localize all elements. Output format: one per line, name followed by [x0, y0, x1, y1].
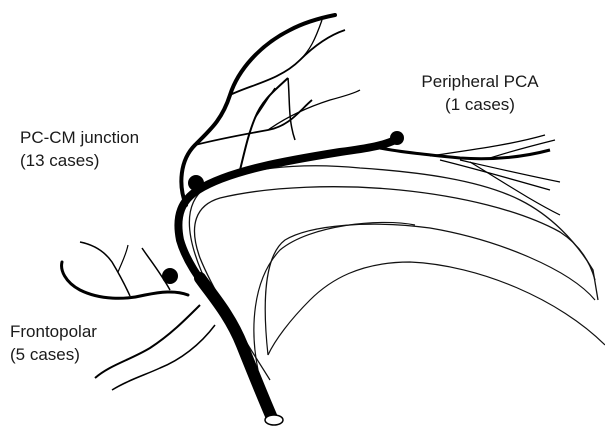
aneurysm-frontopolar	[162, 268, 178, 284]
trunk-origin-end	[265, 415, 283, 425]
fornix-outline	[254, 222, 415, 370]
pericallosal-trunk	[178, 140, 395, 418]
label-peripheral-pca-cases: (1 cases)	[405, 93, 555, 116]
frontopolar-sub-branch-4	[95, 305, 200, 378]
label-peripheral-pca-name: Peripheral PCA	[405, 70, 555, 93]
frontopolar-sub-branch-5	[112, 325, 215, 390]
frontopolar-sub-branch-1	[80, 242, 130, 296]
label-frontopolar-cases: (5 cases)	[10, 343, 97, 366]
aneurysm-pc-cm-junction	[188, 175, 204, 191]
callosomarginal-sub-branch-5	[240, 78, 288, 170]
label-pc-cm-junction-cases: (13 cases)	[20, 149, 139, 172]
ventricle-outline-lower	[268, 262, 605, 355]
label-pc-cm-junction: PC-CM junction (13 cases)	[20, 126, 139, 172]
callosomarginal-sub-branch-4	[268, 90, 360, 130]
label-frontopolar: Frontopolar (5 cases)	[10, 320, 97, 366]
label-peripheral-pca: Peripheral PCA (1 cases)	[405, 70, 555, 116]
frontopolar-sub-branch-2	[118, 245, 128, 272]
label-frontopolar-name: Frontopolar	[10, 320, 97, 343]
pericallosal-trunk-lower-thick	[200, 278, 272, 418]
callosomarginal-sub-branch-6	[288, 78, 295, 140]
aneurysm-peripheral-pca	[390, 131, 404, 145]
peripheral-pca-sub-2	[440, 160, 550, 190]
label-pc-cm-junction-name: PC-CM junction	[20, 126, 139, 149]
frontopolar-sub-branch-3	[142, 248, 170, 290]
callosomarginal-sub-branch-7	[255, 88, 275, 118]
ventricle-outline-upper	[265, 224, 595, 355]
peripheral-pca-sub-1	[430, 135, 545, 156]
peripheral-pca-main	[380, 148, 550, 159]
